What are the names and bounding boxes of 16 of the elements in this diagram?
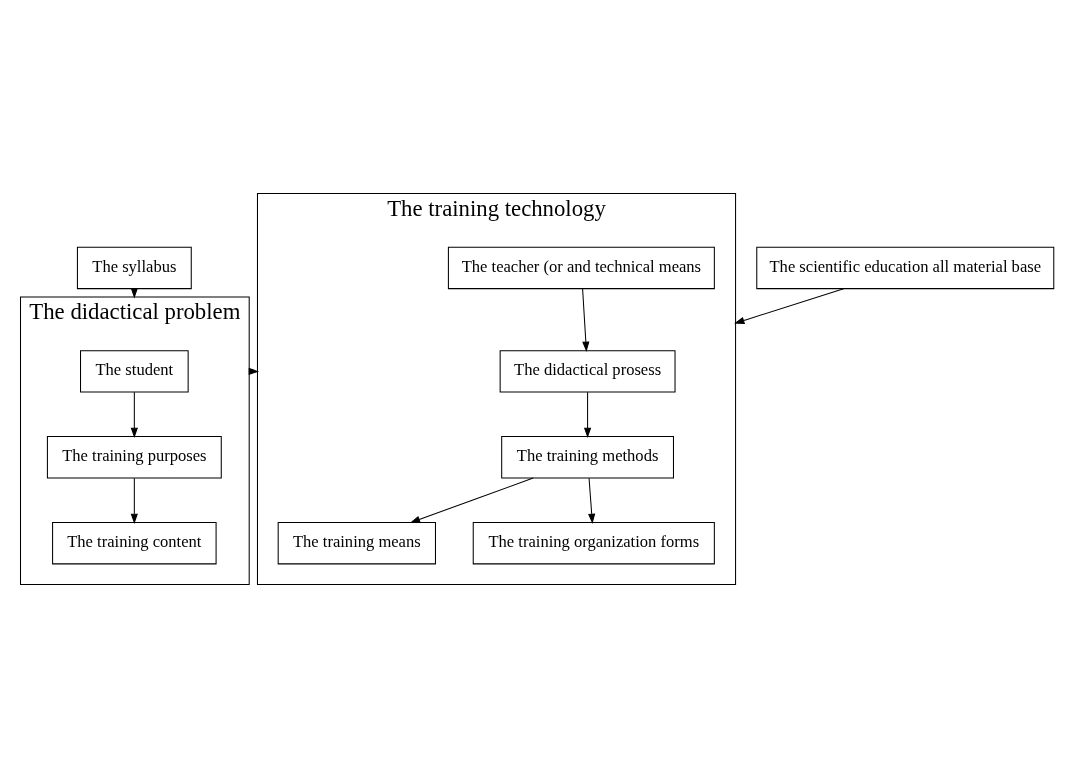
node-box: The training organization forms [472, 521, 715, 564]
node-box: The training purposes [46, 435, 222, 478]
arrow [734, 287, 845, 324]
arrow [582, 287, 590, 352]
node-box: The training content [52, 521, 217, 564]
node-box: The teacher (or and technical means [447, 246, 715, 289]
arrow [588, 477, 596, 524]
node-box: The training means [277, 521, 436, 564]
node-box: The student [80, 349, 189, 393]
node-box: The training methods [501, 435, 674, 478]
arrow [583, 391, 592, 438]
node-box: The scientific education all material base [756, 246, 1055, 289]
arrow [130, 477, 138, 524]
node-box: The didactical prosess [499, 349, 676, 393]
arrow [130, 391, 138, 438]
arrow [409, 477, 534, 523]
